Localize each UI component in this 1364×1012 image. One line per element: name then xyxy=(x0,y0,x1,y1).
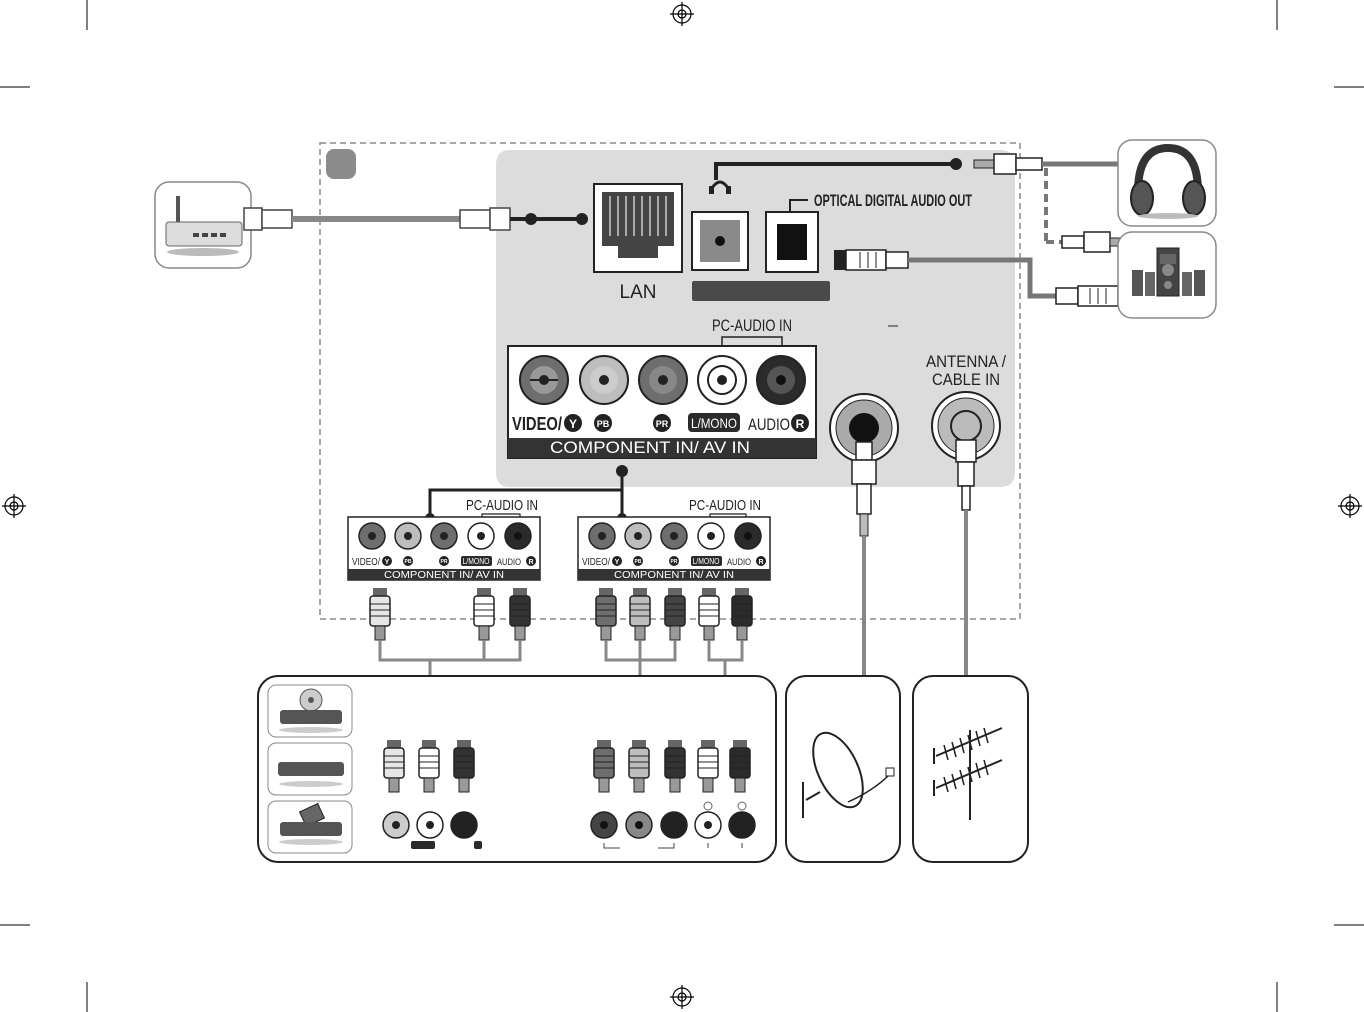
device-jacks xyxy=(382,801,756,849)
audio-out-bar xyxy=(692,281,830,301)
svg-text:COMPONENT IN/ AV IN: COMPONENT IN/ AV IN xyxy=(614,570,734,581)
rca-plugs-upper xyxy=(369,587,753,641)
svg-text:L/MONO: L/MONO xyxy=(693,557,720,566)
svg-text:R: R xyxy=(528,559,533,566)
svg-text:L/MONO: L/MONO xyxy=(463,557,490,566)
router-icon xyxy=(154,181,252,269)
svg-text:AUDIO: AUDIO xyxy=(497,557,521,567)
audio-label: AUDIO xyxy=(748,415,790,434)
lan-port xyxy=(593,183,683,273)
satellite-in-port xyxy=(829,393,899,676)
headphone-port xyxy=(691,180,749,271)
audio-out-cables xyxy=(714,153,1128,307)
lan-label: LAN xyxy=(620,282,657,303)
component-av-panel-right xyxy=(577,516,771,581)
svg-text:PB: PB xyxy=(635,559,642,565)
svg-text:PR: PR xyxy=(671,559,678,565)
tv-badge xyxy=(326,149,356,179)
pc-audio-label-main: PC-AUDIO IN xyxy=(712,316,792,335)
pc-audio-bracket-main xyxy=(721,336,783,348)
pc-audio-label-right: PC-AUDIO IN xyxy=(689,497,761,514)
svg-text:PB: PB xyxy=(405,559,412,565)
antenna-in-port xyxy=(931,391,1001,676)
speaker-system-icon xyxy=(1117,231,1217,319)
set-top-box-icon xyxy=(267,742,353,796)
l-mono-label: L/MONO xyxy=(691,415,737,431)
svg-text:PB: PB xyxy=(597,419,610,429)
svg-text:AUDIO: AUDIO xyxy=(727,557,751,567)
pc-audio-label-left: PC-AUDIO IN xyxy=(466,497,538,514)
satellite-dish-icon xyxy=(785,675,901,863)
svg-text:R: R xyxy=(796,417,805,431)
video-y-label: VIDEO/ xyxy=(512,414,562,434)
svg-text:Y: Y xyxy=(569,417,577,431)
svg-text:PR: PR xyxy=(441,559,448,565)
svg-text:Y: Y xyxy=(615,559,620,566)
svg-text:Y: Y xyxy=(385,559,390,566)
component-av-panel-main xyxy=(507,345,817,459)
antenna-label-2: CABLE IN xyxy=(932,370,1000,389)
dvd-player-icon xyxy=(267,684,353,738)
component-av-label: COMPONENT IN/ AV IN xyxy=(550,438,750,457)
lan-cable xyxy=(243,207,588,231)
optical-label: OPTICAL DIGITAL AUDIO OUT xyxy=(814,191,972,210)
antenna-label-1: ANTENNA / xyxy=(926,352,1006,371)
svg-text:PR: PR xyxy=(656,419,669,429)
vcr-icon xyxy=(267,800,353,854)
component-av-panel-left xyxy=(347,516,541,581)
optical-port xyxy=(765,199,819,273)
headphones-icon xyxy=(1117,139,1217,227)
svg-text:VIDEO/: VIDEO/ xyxy=(582,557,610,568)
svg-text:COMPONENT IN/ AV IN: COMPONENT IN/ AV IN xyxy=(384,570,504,581)
antenna-icon xyxy=(912,675,1029,863)
svg-text:VIDEO/: VIDEO/ xyxy=(352,557,380,568)
svg-text:R: R xyxy=(758,559,763,566)
